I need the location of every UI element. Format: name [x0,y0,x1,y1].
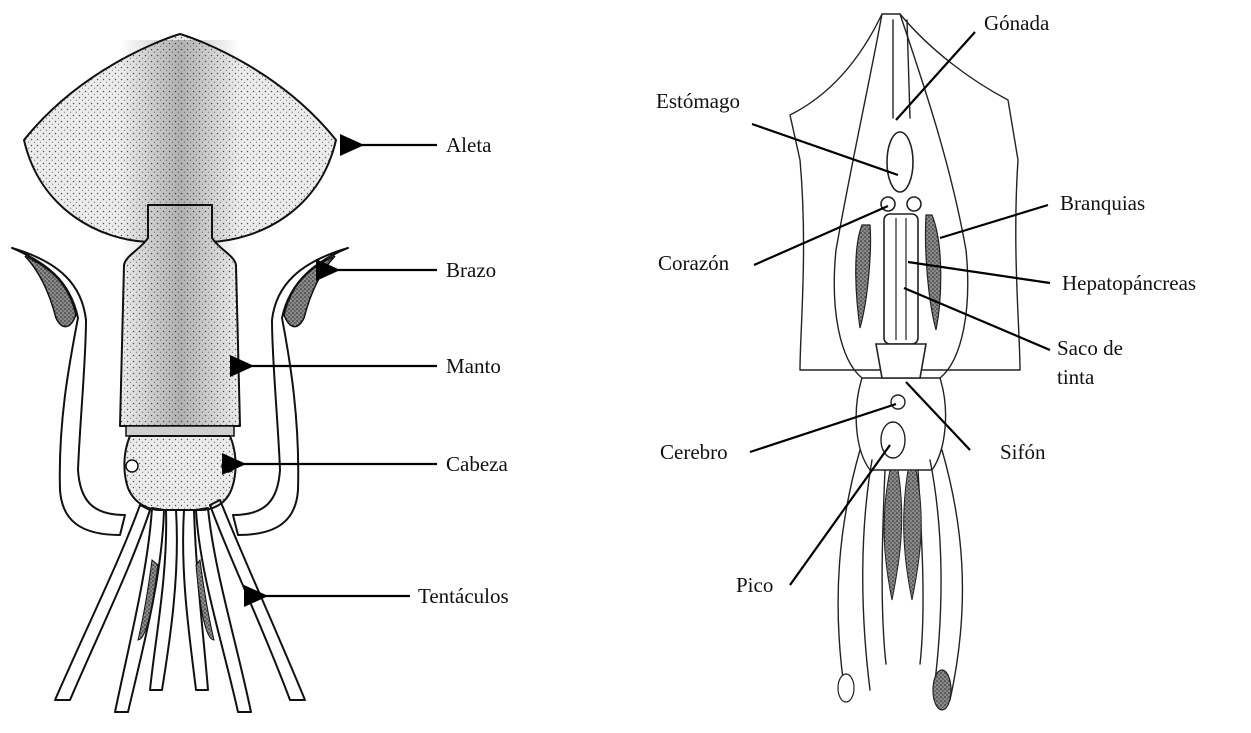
brain-leader [750,404,896,452]
collar [126,426,234,436]
label-ink-sac-line1: Saco de [1057,336,1123,360]
stomach-organ [887,132,913,192]
label-mantle: Manto [446,354,501,378]
left-gill [856,225,871,328]
ink-sac-leader [904,288,1050,350]
right-eye [222,460,234,472]
label-head: Cabeza [446,452,508,476]
brain-organ [891,395,905,409]
label-hepatopancreas: Hepatopáncreas [1062,271,1196,295]
stomach-leader [752,124,898,175]
label-siphon: Sifón [1000,440,1046,464]
label-brain: Cerebro [660,440,728,464]
label-tentacles: Tentáculos [418,584,509,608]
label-ink-sac-line2: tinta [1057,365,1095,389]
siphon-organ [876,344,926,378]
external-squid-drawing [12,34,348,712]
right-gill [925,215,940,330]
label-gonad: Gónada [984,11,1050,35]
mantle-shading [120,40,240,426]
head-shape [124,436,235,510]
siphon-leader [906,382,970,450]
branchial-heart [907,197,921,211]
label-beak: Pico [736,573,773,597]
gills-leader [940,205,1048,238]
left-eye [126,460,138,472]
label-gills: Branquias [1060,191,1145,215]
internal-arms [838,450,962,710]
label-fin: Aleta [446,133,492,157]
internal-squid-drawing [790,14,1020,710]
gut-body [884,214,918,344]
label-stomach: Estómago [656,89,740,113]
left-arm-outline [12,248,125,535]
right-arm-outline [233,248,348,535]
label-arm: Brazo [446,258,496,282]
label-heart: Corazón [658,251,730,275]
